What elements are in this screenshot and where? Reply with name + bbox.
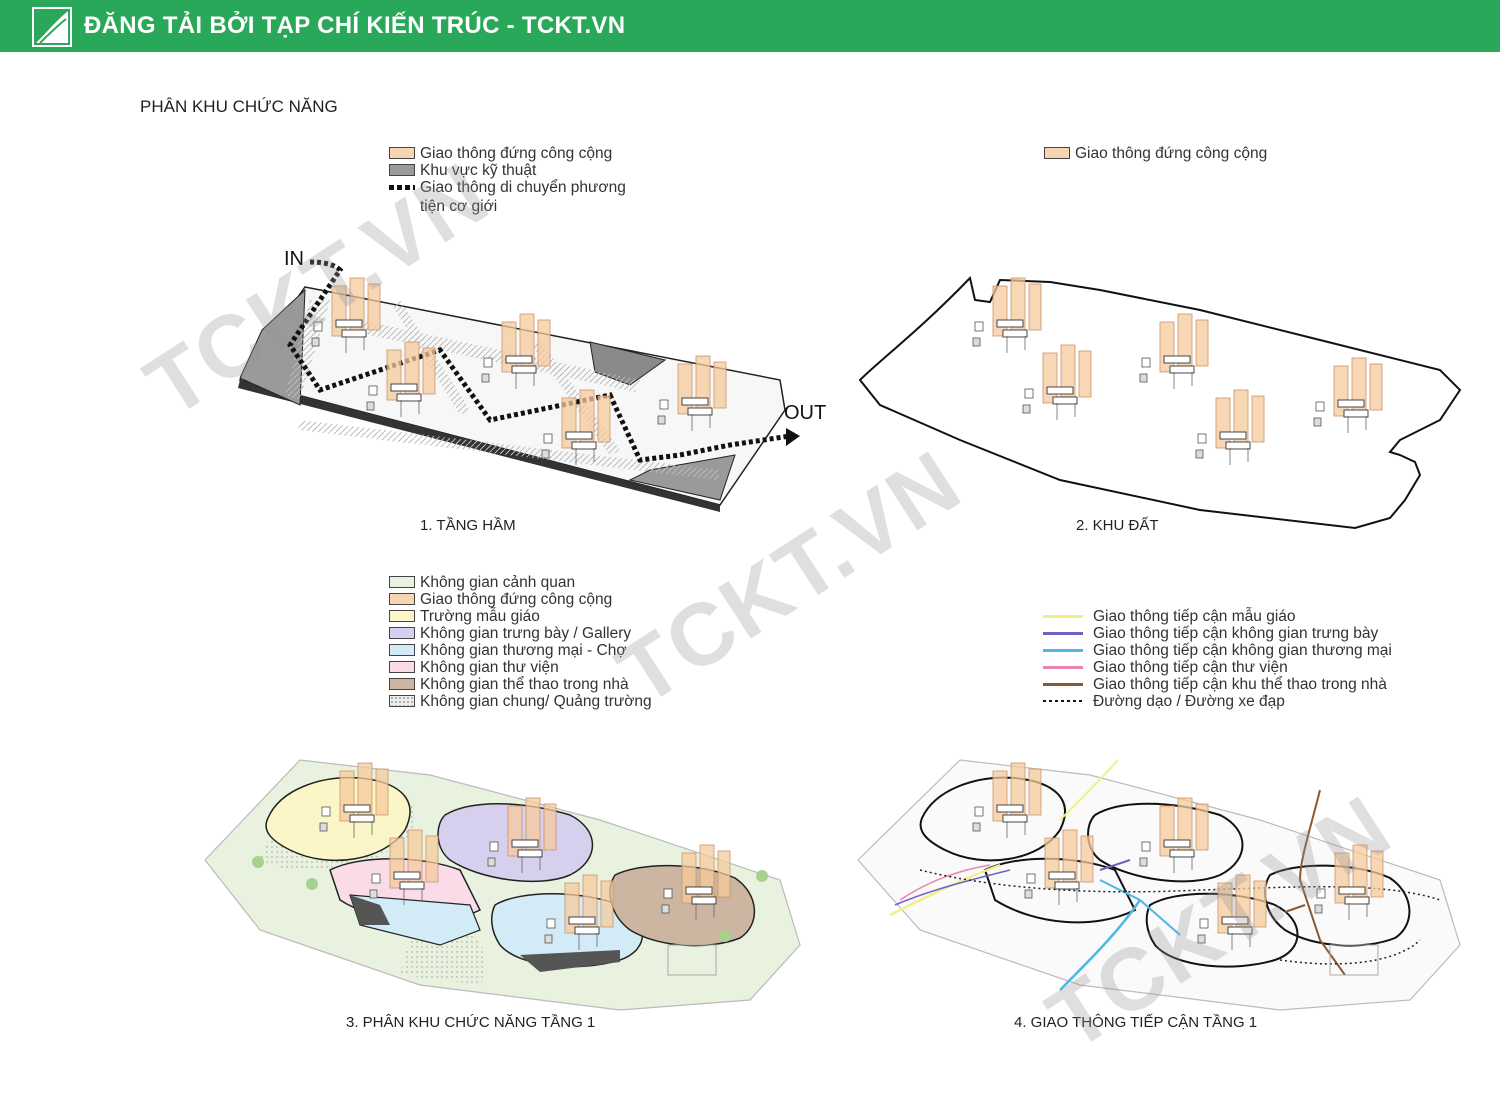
legend-item-continued: tiện cơ giới [389,198,689,215]
legend-swatch [389,678,415,690]
legend-item: Không gian cảnh quan [389,574,709,591]
legend-label: Giao thông đứng công cộng [1075,145,1268,162]
legend-line [1043,683,1083,686]
legend-item: Khu vực kỹ thuật [389,162,689,179]
legend-item: Giao thông tiếp cận không gian thương mạ… [1043,642,1463,659]
legend-label: Giao thông đứng công cộng [420,145,613,162]
header-banner: ĐĂNG TẢI BỞI TẠP CHÍ KIẾN TRÚC - TCKT.VN [0,0,1500,52]
legend-line-dotted [1043,700,1083,702]
legend-label: Không gian trưng bày / Gallery [420,625,632,642]
legend-swatch [389,147,415,159]
legend-label: Giao thông tiếp cận không gian thương mạ… [1093,642,1392,659]
legend-item: Không gian thương mại - Chợ [389,642,709,659]
legend-label: Không gian thể thao trong nhà [420,676,629,693]
legend-item: Giao thông tiếp cận không gian trưng bày [1043,625,1463,642]
legend-label: Không gian thương mại - Chợ [420,642,627,659]
legend-swatch [389,610,415,622]
legend-swatch-dashed [389,185,415,190]
zones-diagram [204,759,801,1011]
legend-swatch [1044,147,1070,159]
legend-label: Khu vực kỹ thuật [420,162,537,179]
legend-swatch [389,644,415,656]
legend-item: Giao thông đứng công cộng [389,145,689,162]
legend-item: Trường mẫu giáo [389,608,709,625]
legend-label: Giao thông tiếp cận khu thể thao trong n… [1093,676,1387,693]
legend-item: Không gian thư viện [389,659,709,676]
legend-swatch [389,627,415,639]
legend-label: Không gian thư viện [420,659,559,676]
site-diagram [858,275,1462,530]
basement-legend: Giao thông đứng công cộng Khu vực kỹ thu… [389,145,689,215]
legend-item: Không gian thể thao trong nhà [389,676,709,693]
legend-label: Giao thông di chuyển phương [420,179,626,196]
legend-swatch [389,593,415,605]
caption-site: 2. KHU ĐẤT [1076,517,1159,534]
legend-item: Giao thông tiếp cận thư viện [1043,659,1463,676]
tckt-logo-icon [32,7,72,47]
in-label: IN [284,248,304,270]
legend-label: Giao thông tiếp cận mẫu giáo [1093,608,1296,625]
legend-item: Đường dạo / Đường xe đạp [1043,693,1463,710]
legend-label: Không gian cảnh quan [420,574,576,591]
legend-line [1043,666,1083,669]
legend-label: Đường dạo / Đường xe đạp [1093,693,1285,710]
legend-label: Giao thông tiếp cận thư viện [1093,659,1288,676]
caption-basement: 1. TẦNG HẦM [420,517,516,534]
legend-item: Giao thông đứng công cộng [389,591,709,608]
legend-swatch [389,576,415,588]
banner-title: ĐĂNG TẢI BỞI TẠP CHÍ KIẾN TRÚC - TCKT.VN [84,12,626,39]
legend-item: Không gian trưng bày / Gallery [389,625,709,642]
legend-swatch [389,661,415,673]
legend-item: Giao thông tiếp cận mẫu giáo [1043,608,1463,625]
legend-line [1043,615,1083,618]
legend-label: Giao thông tiếp cận không gian trưng bày [1093,625,1379,642]
caption-zones: 3. PHÂN KHU CHỨC NĂNG TẦNG 1 [346,1014,596,1031]
legend-label: tiện cơ giới [420,198,498,215]
legend-item: Giao thông đứng công cộng [1044,145,1344,162]
legend-label: Trường mẫu giáo [420,608,540,625]
caption-access: 4. GIAO THÔNG TIẾP CẬN TẦNG 1 [1014,1014,1258,1031]
site-legend: Giao thông đứng công cộng [1044,145,1344,162]
legend-item: Không gian chung/ Quảng trường [389,693,709,710]
out-label: OUT [784,402,827,424]
legend-item: Giao thông tiếp cận khu thể thao trong n… [1043,676,1463,693]
access-diagram [857,759,1461,1011]
zones-legend: Không gian cảnh quan Giao thông đứng côn… [389,574,709,710]
legend-label: Không gian chung/ Quảng trường [420,693,652,710]
legend-label: Giao thông đứng công cộng [420,591,613,608]
legend-line [1043,632,1083,635]
legend-line [1043,649,1083,652]
access-legend: Giao thông tiếp cận mẫu giáo Giao thông … [1043,608,1463,710]
legend-swatch [389,695,415,707]
legend-item: Giao thông di chuyển phương [389,179,689,196]
page-title: PHÂN KHU CHỨC NĂNG [140,97,338,116]
basement-diagram [238,259,800,512]
legend-swatch [389,164,415,176]
